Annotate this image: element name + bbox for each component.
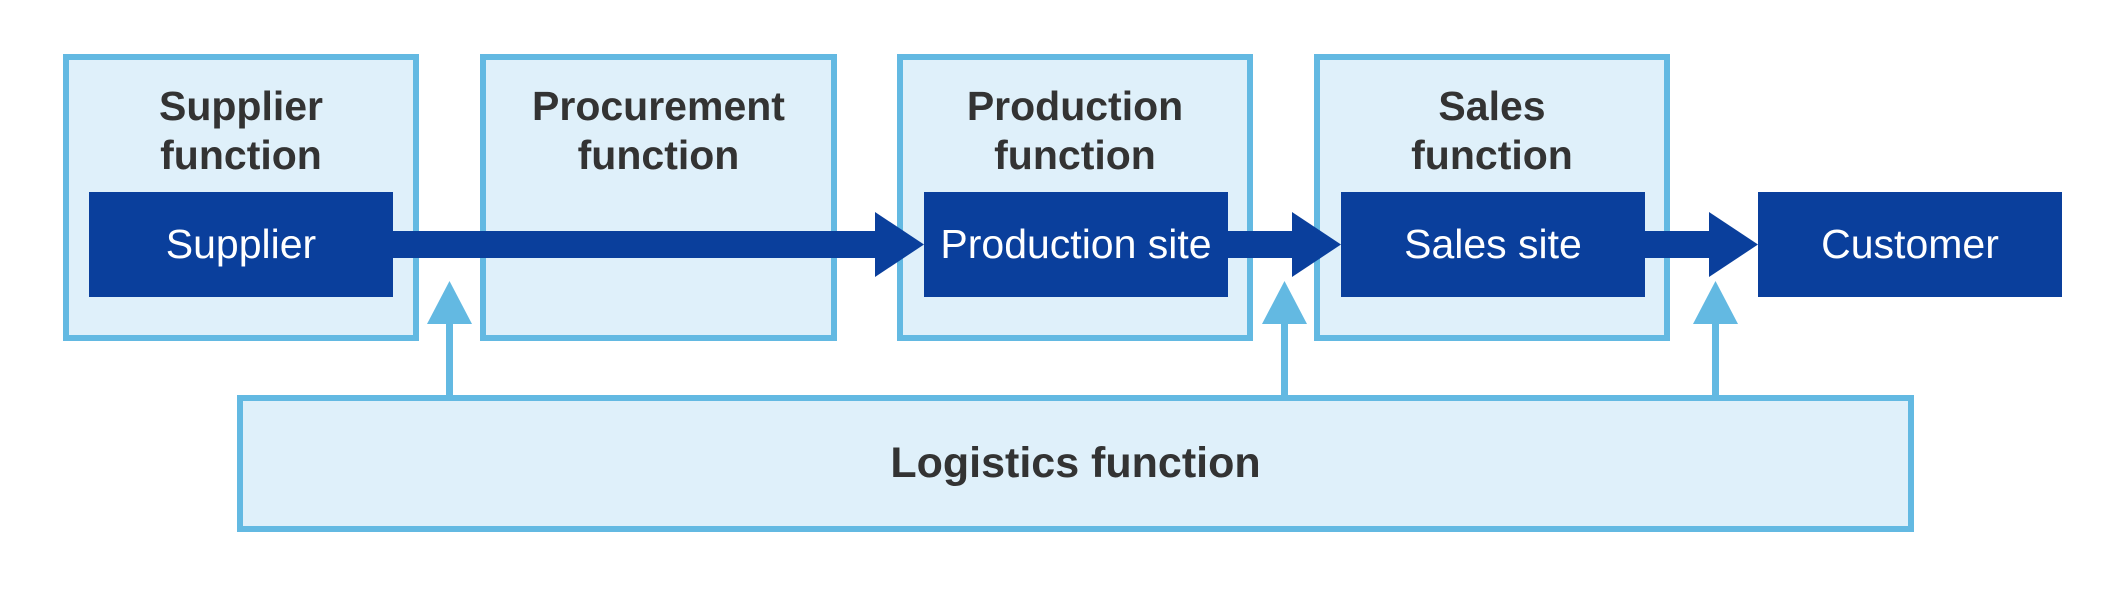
flow-arrow-supplier-to-production [392,212,924,277]
sales-site-box: Sales site [1341,192,1645,297]
support-arrow-to-procurement [427,281,472,398]
supplier-function-title: Supplier function [158,83,324,178]
production-site-box: Production site [924,192,1228,297]
flow-arrow-sales-to-customer [1643,212,1758,277]
logistics-function-label: Logistics function [890,439,1261,487]
flow-arrow-production-to-sales [1226,212,1341,277]
procurement-function-title: Procurement function [532,83,785,178]
logistics-function-box: Logistics function [237,395,1914,532]
support-arrow-to-sales [1693,281,1738,398]
sales-function-title: Sales function [1411,83,1573,178]
customer-box: Customer [1758,192,2062,297]
production-function-title: Production function [966,83,1184,178]
support-arrow-to-production [1262,281,1307,398]
supplier-site-box: Supplier [89,192,393,297]
procurement-function-box: Procurement function [480,54,837,341]
